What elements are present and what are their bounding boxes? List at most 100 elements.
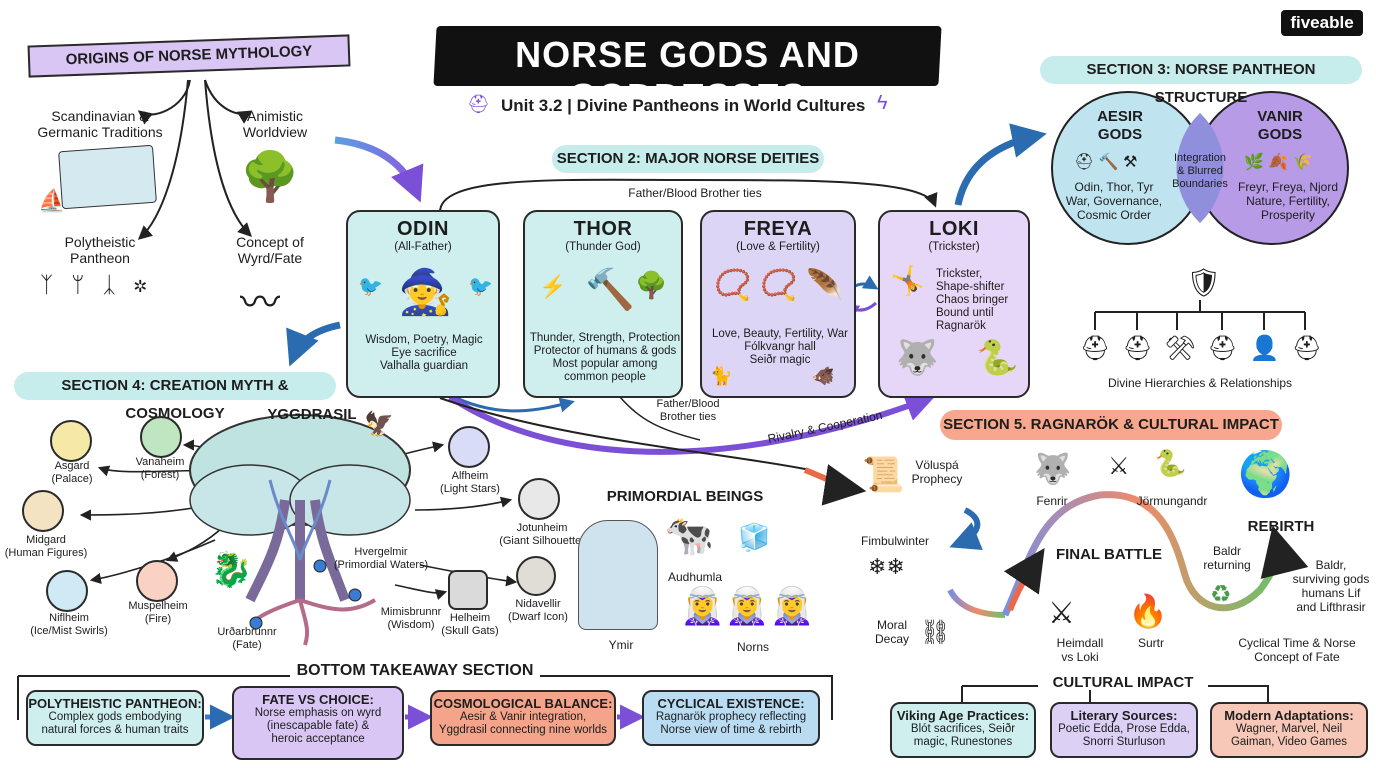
hierarchy-lines [1094,300,1306,330]
vanir-name: VANIR GODS [1257,108,1303,143]
cultural-box-viking[interactable]: Viking Age Practices: Blót sacrifices, S… [890,702,1036,758]
freya-card[interactable]: FREYA (Love & Fertility) 📿 📿 🪶 Love, Bea… [700,210,856,398]
takeaway-frame [17,675,833,720]
top-ties-line [439,178,938,213]
top-ties-label: Father/Blood Brother ties [610,186,780,200]
takeaway-box-pantheon-head: POLYTHEISTIC PANTHEON: [28,696,202,711]
deities-to-pantheon-arrow [954,123,1047,206]
overlap-label: Integration & Blurred Boundaries [1172,152,1228,190]
primordial-title: PRIMORDIAL BEINGS [606,488,764,505]
lightning-bolt-icon: ⚡ [539,274,567,299]
baldr-returning-label: Baldr returning [1203,544,1251,572]
origins-branch-right [204,79,253,124]
odin-desc: Wisdom, Poetry, Magic Eye sacrifice Valh… [365,334,483,372]
nidavellir-label: Nidavellir (Dwarf Icon) [508,598,568,623]
swords-icon: ⚔ [1048,597,1075,630]
deities-to-cosmology-arrow [286,321,341,367]
origins-to-deities-arrow [334,136,424,203]
cultural-box-literary-head: Literary Sources: [1070,708,1178,723]
brand-logo[interactable]: fiveable [1281,10,1363,36]
final-battle-arc [1001,491,1309,617]
necklace-icon-2: 📿 [760,269,798,302]
midgard-label: Midgard (Human Figures) [4,534,88,559]
niflheim-icon [46,570,88,612]
origin-wyrd: Concept of Wyrd/Fate [236,234,304,266]
fenrir-label: Fenrir [1036,494,1068,508]
voluspa-label: Völuspá Prophecy [911,458,963,486]
lightning-icon: ϟ [877,92,888,114]
dragon-icon: 🐉 [210,551,253,589]
oak-icon: 🌳 [635,270,668,300]
yggdrasil-label: YGGDRASIL [267,406,357,423]
rivalry-arrow [448,392,936,455]
takeaway-box-balance-head: COSMOLOGICAL BALANCE: [433,696,613,711]
bottom-ties-label: Father/Blood Brother ties [656,398,720,423]
takeaway-box-pantheon-desc: Complex gods embodying natural forces & … [41,711,189,736]
odin-icon: 🧙 [398,268,453,317]
eagle-icon: 🦅 [364,411,394,438]
runes-icon: ᛉ ᛘ ᛣ ✲ [40,272,154,297]
helheim-icon [448,570,488,610]
odin-card[interactable]: ODIN (All-Father) 🧙 🐦 🐦 Wisdom, Poetry, … [346,210,500,398]
freya-desc: Love, Beauty, Fertility, War Fólkvangr h… [712,328,848,366]
alfheim-label: Alfheim (Light Stars) [440,470,500,495]
audhumla-label: Audhumla [667,570,723,584]
midgard-icon [22,490,64,532]
cultural-box-modern[interactable]: Modern Adaptations: Wagner, Marvel, Neil… [1210,702,1368,758]
origin-polytheistic: Polytheistic Pantheon [64,234,136,266]
section4-title: SECTION 4: CREATION MYTH & COSMOLOGY [14,372,336,422]
takeaway-box-cyclical[interactable]: CYCLICAL EXISTENCE: Ragnarök prophecy re… [642,690,820,746]
asgard-icon [50,420,92,462]
thor-freya-bottom-line [619,396,701,441]
fimbul-to-battle-arrow [947,588,1006,618]
hierarchy-label: Divine Hierarchies & Relationships [1107,376,1293,390]
cultural-box-literary-desc: Poetic Edda, Prose Edda, Snorri Sturluso… [1058,723,1190,748]
takeaway-box-fate-desc: Norse emphasis on wyrd (inescapable fate… [254,707,382,745]
cultural-title: CULTURAL IMPACT [1038,675,1208,690]
cow-icon: 🐄 [664,514,714,558]
freya-name: FREYA [743,218,813,240]
vanir-desc: Freyr, Freya, Njord Nature, Fertility, P… [1237,180,1339,222]
alfheim-icon [448,426,490,468]
freya-epithet: (Love & Fertility) [736,241,820,253]
odin-to-thor-arrow [449,393,575,413]
hvergelmir-label: Hvergelmir (Primordial Waters) [333,546,429,571]
cyclical-label: Cyclical Time & Norse Concept of Fate [1238,636,1356,664]
cycle-icon: ♻ [1210,581,1232,608]
loki-card[interactable]: LOKI (Trickster) 🤸 Trickster, Shape-shif… [878,210,1030,398]
ice-icon: 🧊 [738,522,771,552]
takeaway-box-fate[interactable]: FATE VS CHOICE: Norse emphasis on wyrd (… [232,686,404,760]
section2-title: SECTION 2: MAJOR NORSE DEITIES [552,145,824,173]
muspelheim-label: Muspelheim (Fire) [128,600,188,625]
cultural-box-modern-head: Modern Adaptations: [1224,708,1354,723]
takeaway-title: BOTTOM TAKEAWAY SECTION [290,663,540,679]
serpent-icon-2: 🐍 [1154,448,1187,478]
scroll-icon: 📜 [862,456,905,494]
odin-to-loki-line [439,397,811,471]
map-icon [58,144,157,210]
takeaway-box-balance[interactable]: COSMOLOGICAL BALANCE: Aesir & Vanir inte… [430,690,616,746]
hierarchy-figures: ⛑⛑⚒⛑👤⛑ [1080,335,1335,362]
wolf-icon: 🐺 [896,339,939,377]
odin-name: ODIN [397,218,449,240]
yggdrasil-tree [189,414,411,646]
cultural-box-viking-desc: Blót sacrifices, Seiðr magic, Runestones [910,723,1016,748]
hvergelmir-well [313,559,327,573]
ymir-figure [578,520,658,630]
page-title: NORSE GODS AND GODDESSES [515,34,860,117]
to-voluspa-arrow [803,464,867,506]
vanaheim-label: Vanaheim (Forest) [135,456,185,481]
mimisbrunnr-well [348,588,362,602]
necklace-icon: 📿 [714,269,752,302]
urdarbrunnr-well [249,616,263,630]
takeaway-box-pantheon[interactable]: POLYTHEISTIC PANTHEON: Complex gods embo… [26,690,204,746]
cultural-box-literary[interactable]: Literary Sources: Poetic Edda, Prose Edd… [1050,702,1198,758]
ship-icon: ⛵ [38,188,66,213]
hammer-icon: 🔨 [585,268,635,312]
origin-scandinavian: Scandinavian & Germanic Traditions [37,108,163,140]
thor-name: THOR [573,218,633,240]
raven-icon: 🐦 [358,276,383,298]
fimbulwinter-label: Fimbulwinter [860,534,929,548]
norns-label: Norns [736,640,769,654]
thor-card[interactable]: THOR (Thunder God) 🔨 ⚡ 🌳 Thunder, Streng… [523,210,683,398]
